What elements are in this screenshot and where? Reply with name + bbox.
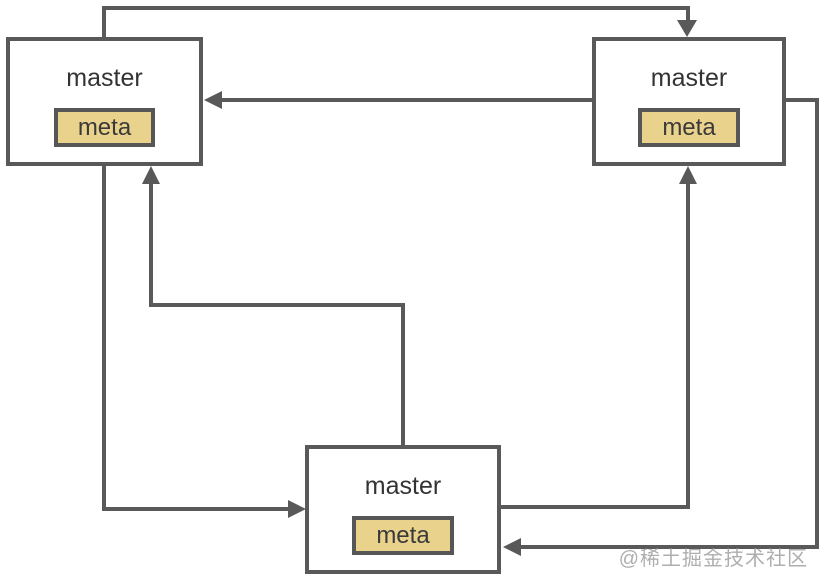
- meta-chip: meta: [638, 108, 740, 147]
- edge-left-to-right-top-line: [102, 6, 690, 10]
- edge-right-to-bottom-horizontal-end: [521, 545, 819, 549]
- edge-right-to-left-line: [222, 98, 592, 102]
- node-master-top-right: master meta: [592, 37, 786, 166]
- node-label: master: [364, 472, 442, 500]
- edge-left-to-bottom-vertical: [102, 165, 106, 511]
- arrowhead-up-icon: [679, 166, 697, 184]
- edge-left-to-bottom-horizontal: [102, 507, 288, 511]
- edge-right-to-bottom-vertical: [815, 98, 819, 549]
- watermark: @稀土掘金技术社区: [618, 548, 808, 570]
- edge-right-to-bottom-horizontal-start: [785, 98, 819, 102]
- node-label: master: [650, 64, 728, 92]
- arrowhead-left-icon: [503, 538, 521, 556]
- edge-bottom-to-right-horizontal: [500, 505, 690, 509]
- edge-left-to-right-vertical-start: [102, 6, 106, 37]
- edge-bottom-to-right-vertical: [686, 183, 690, 509]
- arrowhead-down-icon: [677, 20, 697, 37]
- edge-bottom-to-left-vertical-start: [401, 303, 405, 445]
- node-label: master: [66, 64, 143, 92]
- arrowhead-left-icon: [204, 91, 222, 109]
- edge-bottom-to-left-horizontal: [149, 303, 405, 307]
- edge-bottom-to-left-vertical-end: [149, 183, 153, 307]
- arrowhead-right-icon: [288, 500, 306, 518]
- node-master-top-left: master meta: [6, 37, 203, 166]
- meta-chip: meta: [352, 516, 454, 555]
- meta-chip: meta: [53, 108, 156, 147]
- node-master-bottom: master meta: [305, 445, 501, 574]
- edge-left-to-right-vertical-end: [686, 6, 690, 21]
- arrowhead-up-icon: [142, 166, 160, 184]
